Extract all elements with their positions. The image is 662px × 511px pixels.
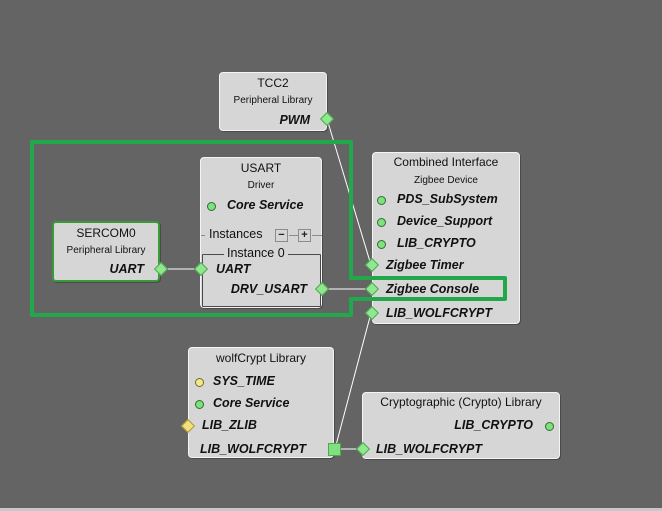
dependency-label-core-service: Core Service [213, 396, 290, 410]
device-support-status-dot-icon [377, 218, 386, 227]
node-sercom0[interactable]: SERCOM0 Peripheral Library UART [52, 221, 160, 282]
instances-left-line [201, 235, 205, 236]
node-title: TCC2 [257, 76, 289, 90]
port-label-lib-wolfcrypt: LIB_WOLFCRYPT [200, 442, 307, 456]
add-instance-button[interactable]: + [298, 229, 311, 242]
node-usart[interactable]: USART Driver Core Service Instances − + … [200, 157, 322, 308]
pds-subsystem-status-dot-icon [377, 196, 386, 205]
node-title: wolfCrypt Library [215, 351, 307, 365]
port-label-uart: UART [109, 262, 145, 276]
node-tcc2[interactable]: TCC2 Peripheral Library PWM [219, 72, 327, 131]
dependency-label-core-service: Core Service [227, 198, 304, 212]
node-title: Cryptographic (Crypto) Library [380, 395, 542, 409]
port-label-lib-wolfcrypt: LIB_WOLFCRYPT [386, 306, 493, 320]
lib-wolfcrypt-port-square-icon[interactable] [328, 443, 341, 456]
sys-time-status-dot-icon [195, 378, 204, 387]
port-label-pwm: PWM [279, 113, 310, 127]
node-title: Combined Interface [393, 155, 499, 169]
core-service-status-dot-icon [195, 400, 204, 409]
instances-mid-line [289, 235, 298, 236]
instances-right-line [312, 235, 322, 236]
port-label-zigbee-console: Zigbee Console [386, 282, 480, 296]
node-wolfcrypt-library[interactable]: wolfCrypt Library SYS_TIME Core Service … [188, 347, 334, 458]
port-label-lib-wolfcrypt: LIB_WOLFCRYPT [376, 442, 483, 456]
node-combined-interface[interactable]: Combined Interface Zigbee Device PDS_Sub… [372, 152, 520, 324]
node-title: USART [240, 161, 282, 175]
node-subtitle: Peripheral Library [66, 245, 146, 256]
port-label-zigbee-timer: Zigbee Timer [386, 258, 464, 272]
port-label-uart: UART [216, 262, 251, 276]
core-service-status-dot-icon [207, 202, 216, 211]
dependency-label-device-support: Device_Support [397, 214, 493, 228]
node-subtitle: Peripheral Library [233, 95, 313, 106]
remove-instance-button[interactable]: − [275, 229, 288, 242]
dependency-label-lib-crypto: LIB_CRYPTO [397, 236, 476, 250]
canvas-bottom-border [0, 508, 662, 511]
instances-label: Instances [209, 227, 263, 241]
node-subtitle: Zigbee Device [414, 175, 478, 186]
node-subtitle: Driver [247, 180, 275, 191]
port-label-lib-zlib: LIB_ZLIB [202, 418, 257, 432]
dependency-label-pds-subsystem: PDS_SubSystem [397, 192, 498, 206]
dependency-label-sys-time: SYS_TIME [213, 374, 275, 388]
node-title: SERCOM0 [76, 226, 136, 240]
instance-0-legend: Instance 0 [224, 246, 288, 260]
port-label-drv-usart: DRV_USART [230, 282, 307, 296]
lib-crypto-status-dot-icon [377, 240, 386, 249]
node-crypto-library[interactable]: Cryptographic (Crypto) Library LIB_CRYPT… [362, 392, 560, 459]
lib-crypto-status-dot-icon [545, 422, 554, 431]
dependency-label-lib-crypto: LIB_CRYPTO [454, 418, 533, 432]
